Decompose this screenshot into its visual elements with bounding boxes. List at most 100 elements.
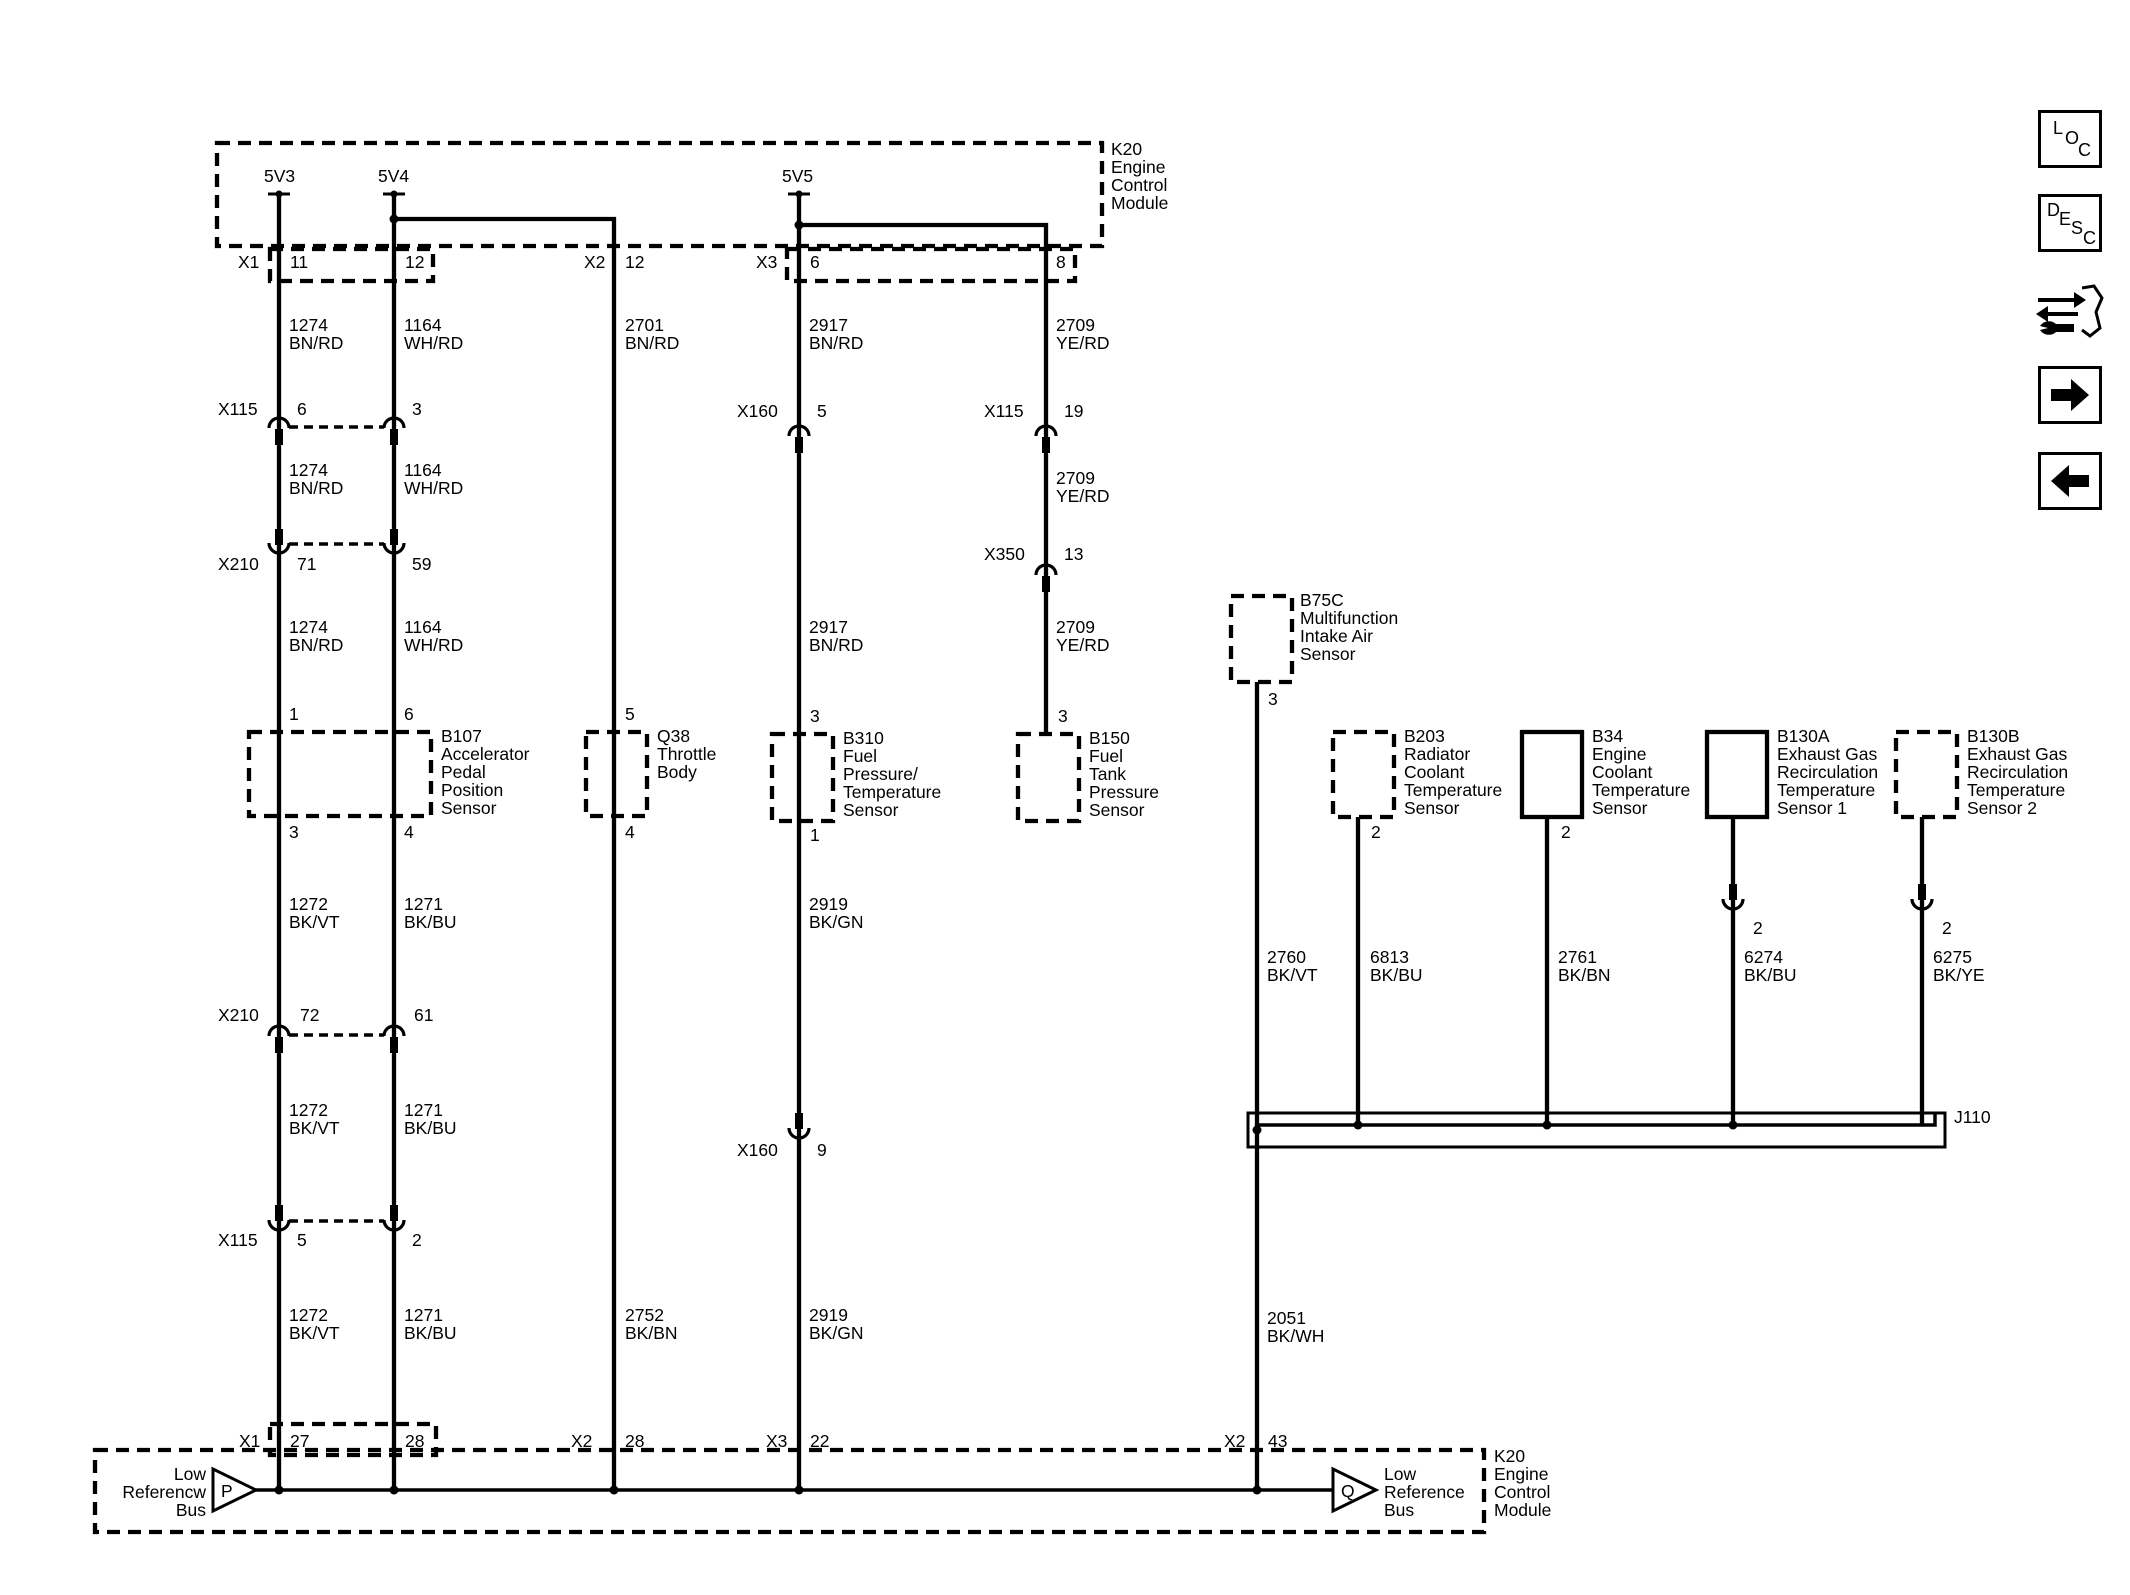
x115-a-pin-3: 3: [412, 399, 422, 419]
arrow-left-icon: [2051, 465, 2089, 497]
wire-2709-color-3: YE/RD: [1056, 635, 1109, 655]
inline-connector-x350: X350 13: [984, 544, 1083, 592]
wire-2919-color-2: BK/GN: [809, 1323, 863, 1343]
desc-letter-e: E: [2059, 209, 2072, 229]
ecm-top-module: K20 Engine Control Module: [214, 139, 1168, 249]
ecm-bottom-name-1: Engine: [1494, 1464, 1549, 1484]
wire-2919-circuit: 2919: [809, 894, 848, 914]
b130a-ref: B130A: [1777, 726, 1830, 746]
x1-top-connector: [267, 246, 436, 284]
component-b107: 1 6 3 4 B107 Accelerator Pedal Position …: [246, 704, 530, 842]
wire-2752-circuit: 2752: [625, 1305, 664, 1325]
x115-b-pin: 19: [1064, 401, 1083, 421]
x210-b-pin-61: 61: [414, 1005, 433, 1025]
b203-ref: B203: [1404, 726, 1445, 746]
x210-a-pin-59: 59: [412, 554, 431, 574]
x3-bottom-label: X3: [766, 1431, 787, 1451]
wire-labels: 1274 BN/RD 1164 WH/RD 2701 BN/RD 2917 BN…: [289, 315, 1985, 1346]
inline-connector-x160-b: X160 9: [737, 1113, 827, 1160]
previous-page-button[interactable]: [2038, 452, 2102, 510]
desc-letter-s: S: [2071, 218, 2084, 238]
inline-connector-x210-a: X210 71 59: [218, 529, 431, 574]
b34-name-3: Temperature: [1592, 780, 1690, 800]
x115-c-label: X115: [218, 1230, 258, 1250]
wire-1274-circuit: 1274: [289, 315, 328, 335]
loc-letter-l: L: [2053, 118, 2064, 138]
b203-name-4: Sensor: [1404, 798, 1460, 818]
b310-ref: B310: [843, 728, 884, 748]
inline-connector-x115-a: X115 6 3: [218, 399, 422, 445]
ecm-bottom-name-2: Control: [1494, 1482, 1550, 1502]
location-button[interactable]: L O C: [2038, 110, 2102, 168]
b310-pin-1: 1: [810, 825, 820, 845]
x1-top-pin-12: 12: [405, 252, 424, 272]
b310-pin-3: 3: [810, 706, 820, 726]
connector-wrench-button[interactable]: [2034, 278, 2106, 344]
connector-wrench-icon: [2036, 284, 2104, 338]
x210-b-pin-72: 72: [300, 1005, 319, 1025]
wire-2709-color: YE/RD: [1056, 333, 1109, 353]
next-page-button[interactable]: [2038, 366, 2102, 424]
q38-ref: Q38: [657, 726, 690, 746]
b150-pin-3: 3: [1058, 706, 1068, 726]
b130b-name-3: Temperature: [1967, 780, 2065, 800]
x3-top-pin-8: 8: [1056, 252, 1066, 272]
wire-1272-circuit-2: 1272: [289, 1100, 328, 1120]
wire-1164-circuit-3: 1164: [404, 617, 442, 637]
x160-b-label: X160: [737, 1140, 778, 1160]
j110-label: J110: [1954, 1107, 1991, 1127]
b203-name-2: Coolant: [1404, 762, 1464, 782]
b130b-name-4: Sensor 2: [1967, 798, 2037, 818]
wire-6813-color: BK/BU: [1370, 965, 1423, 985]
x210-a-pin-71: 71: [297, 554, 316, 574]
desc-letter-c2: C: [2083, 228, 2096, 248]
x3-top-pin-6: 6: [810, 252, 820, 272]
wire-1164-circuit-2: 1164: [404, 460, 442, 480]
x210-a-label: X210: [218, 554, 259, 574]
b130a-name-1: Exhaust Gas: [1777, 744, 1877, 764]
supply-5v4-label: 5V4: [378, 166, 409, 186]
wire-runs: [276, 194, 1925, 1490]
wire-6275-circuit: 6275: [1933, 947, 1972, 967]
wire-2760-circuit: 2760: [1267, 947, 1306, 967]
wire-2917-circuit-2: 2917: [809, 617, 848, 637]
bus-left-line-3: Bus: [176, 1500, 206, 1520]
x160-a-label: X160: [737, 401, 778, 421]
x350-pin: 13: [1064, 544, 1083, 564]
b150-name-1: Fuel: [1089, 746, 1123, 766]
wire-2919-circuit-2: 2919: [809, 1305, 848, 1325]
supply-5v5-label: 5V5: [782, 166, 813, 186]
arrow-right-icon: [2051, 379, 2089, 411]
component-b150: 3 B150 Fuel Tank Pressure Sensor: [1015, 706, 1159, 824]
q38-name-2: Body: [657, 762, 697, 782]
b203-pin-2: 2: [1371, 822, 1381, 842]
wire-1271-color: BK/BU: [404, 912, 457, 932]
inline-connector-x160-a: X160 5: [737, 401, 827, 453]
bus-left-line-2: Referencw: [122, 1482, 206, 1502]
b150-name-4: Sensor: [1089, 800, 1145, 820]
wire-1274-color: BN/RD: [289, 333, 343, 353]
wire-2919-color: BK/GN: [809, 912, 863, 932]
desc-letter-d: D: [2047, 200, 2060, 220]
description-button[interactable]: D E S C: [2038, 194, 2102, 252]
wire-2760-color: BK/VT: [1267, 965, 1318, 985]
wire-1164-color-3: WH/RD: [404, 635, 463, 655]
wire-2709-circuit-2: 2709: [1056, 468, 1095, 488]
bus-left-line-1: Low: [174, 1464, 206, 1484]
b310-name-2: Pressure/: [843, 764, 918, 784]
wire-1271-color-2: BK/BU: [404, 1118, 457, 1138]
wire-6813-circuit: 6813: [1370, 947, 1409, 967]
component-b75c: 3 B75C Multifunction Intake Air Sensor: [1228, 590, 1398, 709]
component-b130a: 2 B130A Exhaust Gas Recirculation Temper…: [1704, 726, 1878, 938]
ecm-bottom-ref: K20: [1494, 1446, 1525, 1466]
b150-name-3: Pressure: [1089, 782, 1159, 802]
ecm-top-ref: K20: [1111, 139, 1142, 159]
bus-right-line-2: Reference: [1384, 1482, 1465, 1502]
wire-1274-color-3: BN/RD: [289, 635, 343, 655]
wire-2051-color: BK/WH: [1267, 1326, 1324, 1346]
b107-name-3: Position: [441, 780, 503, 800]
wire-2761-color: BK/BN: [1558, 965, 1611, 985]
wire-2709-circuit: 2709: [1056, 315, 1095, 335]
b203-name-1: Radiator: [1404, 744, 1470, 764]
